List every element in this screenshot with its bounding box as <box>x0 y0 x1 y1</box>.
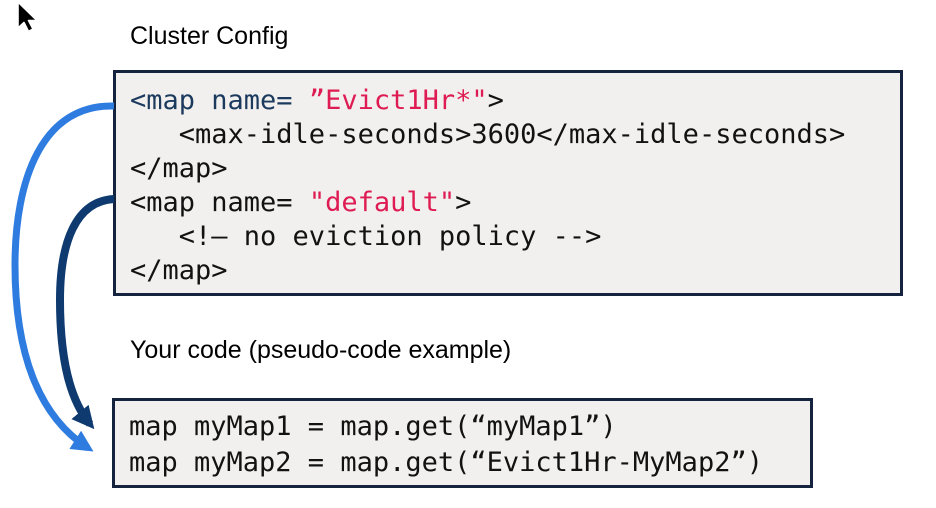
xml-tag-open: <map name= <box>130 187 309 218</box>
pseudo-line-mymap1: map myMap1 = map.get(“myMap1”) <box>129 411 617 442</box>
config-line-map-close-1: </map> <box>130 153 228 184</box>
config-line-map-open-evict: <map name= ”Evict1Hr*"> <box>130 84 886 118</box>
xml-tag-close-bracket: > <box>487 85 504 116</box>
xml-tag-close-bracket: > <box>455 187 472 218</box>
xml-tag-open: <map name= <box>130 85 309 116</box>
mouse-cursor-icon <box>17 1 38 33</box>
map-name-evict1hr: ”Evict1Hr*" <box>308 85 488 116</box>
map-name-default: "default" <box>308 187 456 218</box>
cluster-config-code-box: <map name= ”Evict1Hr*"> <max-idle-second… <box>113 70 903 296</box>
config-line-map-close-2: </map> <box>130 255 228 286</box>
config-line-comment-no-eviction: <!– no eviction policy --> <box>130 221 602 252</box>
pseudo-code-box: map myMap1 = map.get(“myMap1”) map myMap… <box>112 398 813 488</box>
cluster-config-label: Cluster Config <box>130 22 289 50</box>
arrow-default-to-mymap1 <box>55 195 115 430</box>
config-line-max-idle-seconds: <max-idle-seconds>3600</max-idle-seconds… <box>130 119 846 150</box>
your-code-label: Your code (pseudo-code example) <box>130 336 512 364</box>
pseudo-line-mymap2: map myMap2 = map.get(“Evict1Hr-MyMap2”) <box>129 447 763 478</box>
arrow-evict1hr-to-mymap2 <box>11 102 115 452</box>
config-line-map-open-default: <map name= "default"> <box>130 186 886 220</box>
